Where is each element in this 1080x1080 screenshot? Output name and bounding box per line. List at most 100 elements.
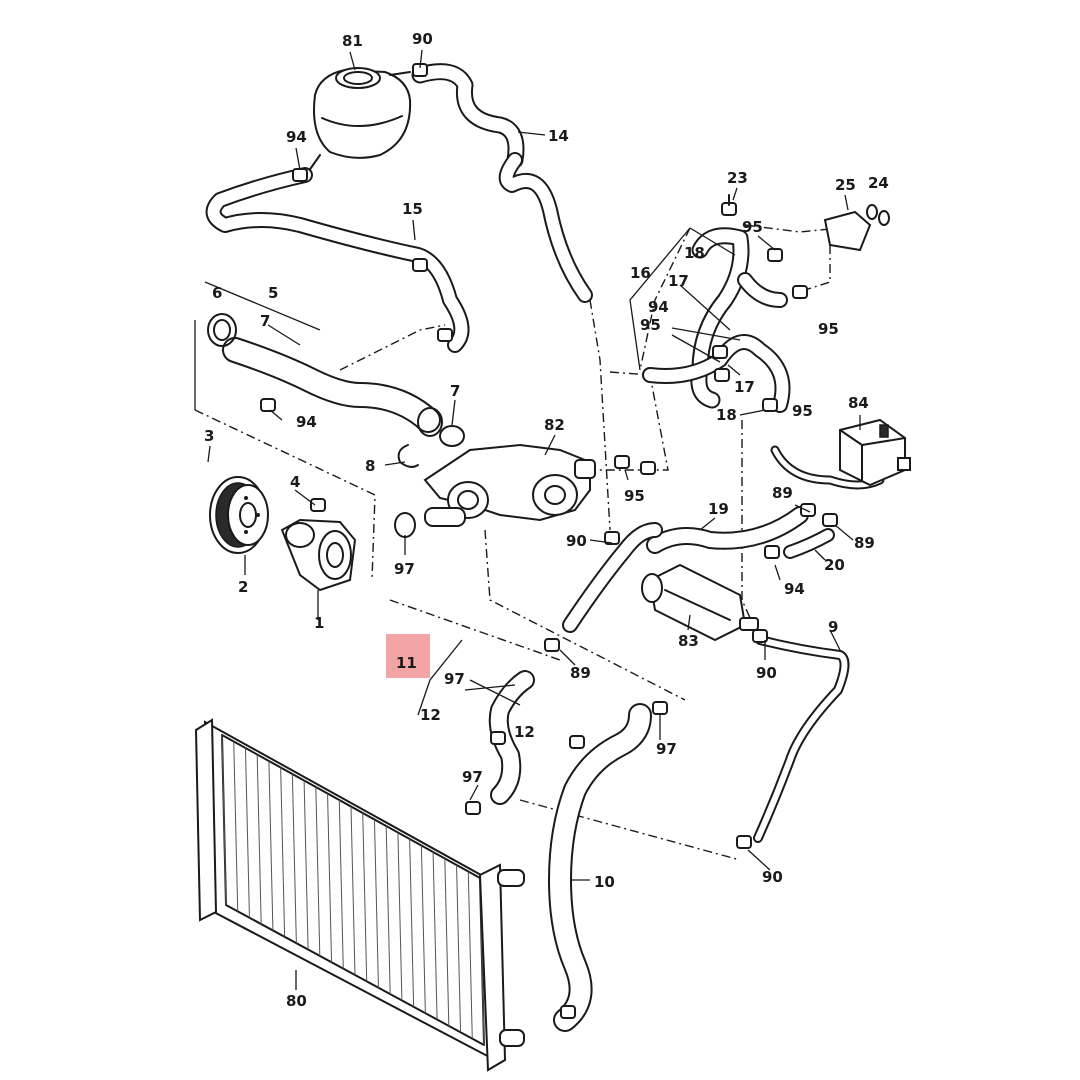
radiator-fin — [432, 851, 438, 1020]
hose-clamp — [465, 801, 481, 815]
label-90: 90 — [762, 868, 783, 886]
radiator-fin — [385, 825, 391, 995]
label-12: 12 — [514, 723, 535, 741]
radiator-fin — [315, 786, 321, 956]
label-11-highlighted: 11 — [396, 654, 417, 672]
hose-clamp — [310, 498, 326, 512]
hose-clamp — [614, 455, 630, 469]
radiator-fin — [280, 767, 286, 937]
hose-clamp — [292, 168, 308, 182]
label-94: 94 — [286, 128, 307, 146]
hose-clamps — [260, 63, 838, 1019]
hose-clamp — [412, 258, 428, 272]
radiator-fin — [256, 754, 262, 925]
label-89: 89 — [772, 484, 793, 502]
label-6: 6 — [212, 284, 222, 302]
hose-clamp — [560, 1005, 576, 1019]
hose-clamp — [822, 513, 838, 527]
hose-clamp — [569, 735, 585, 749]
valve-outlet-hose — [783, 528, 835, 559]
label-12: 12 — [420, 706, 441, 724]
label-89: 89 — [854, 534, 875, 552]
label-10: 10 — [594, 873, 615, 891]
leader-lines — [194, 49, 861, 990]
radiator-fin — [327, 793, 333, 963]
radiator-fin — [350, 806, 356, 976]
label-84: 84 — [848, 394, 869, 412]
label-17: 17 — [668, 272, 689, 290]
coolant-hoses — [205, 63, 885, 1032]
label-18: 18 — [684, 244, 705, 262]
label-3: 3 — [204, 427, 214, 445]
expansion-feed-hose — [205, 167, 470, 353]
top-return-hose — [411, 63, 525, 169]
engine-outlet-hose — [222, 337, 441, 433]
label-90: 90 — [756, 664, 777, 682]
label-95: 95 — [742, 218, 763, 236]
hose-clamp — [736, 835, 752, 849]
radiator-fin — [303, 780, 309, 950]
hose-clamp — [640, 461, 656, 475]
aux-line-9 — [753, 635, 850, 843]
radiator-fin — [420, 845, 426, 1014]
hose-clamp — [767, 248, 783, 262]
label-7: 7 — [260, 312, 270, 330]
label-82: 82 — [544, 416, 565, 434]
label-90: 90 — [566, 532, 587, 550]
label-18: 18 — [716, 406, 737, 424]
label-14: 14 — [548, 127, 569, 145]
label-83: 83 — [678, 632, 699, 650]
label-97: 97 — [462, 768, 483, 786]
hose-clamp — [604, 531, 620, 545]
heater-supply-hose — [646, 506, 809, 554]
radiator — [194, 718, 525, 1072]
label-24: 24 — [868, 174, 889, 192]
label-95: 95 — [624, 487, 645, 505]
label-94: 94 — [784, 580, 805, 598]
label-16: 16 — [630, 264, 651, 282]
label-9: 9 — [828, 618, 838, 636]
hose-clamp — [714, 368, 730, 382]
label-20: 20 — [824, 556, 845, 574]
seal-rings — [207, 313, 465, 538]
hose-clamp — [792, 285, 808, 299]
heater-hose-a — [690, 227, 750, 409]
radiator-fin — [221, 734, 227, 906]
label-80: 80 — [286, 992, 307, 1010]
expansion-tank — [305, 67, 412, 176]
label-94: 94 — [296, 413, 317, 431]
radiator-fin — [409, 838, 415, 1007]
thermostat-housing — [423, 443, 596, 527]
hose-clamp — [437, 328, 453, 342]
radiator-fin — [397, 832, 403, 1001]
label-97: 97 — [656, 740, 677, 758]
hose-clamp — [762, 398, 778, 412]
hose-clamp — [764, 545, 780, 559]
control-valve — [839, 418, 911, 487]
label-5: 5 — [268, 284, 278, 302]
label-8: 8 — [365, 457, 375, 475]
water-pump — [280, 518, 357, 592]
label-1: 1 — [314, 614, 324, 632]
label-95: 95 — [640, 316, 661, 334]
label-2: 2 — [238, 578, 248, 596]
overflow-hose — [498, 152, 593, 303]
hose-clamp — [652, 701, 668, 715]
label-15: 15 — [402, 200, 423, 218]
radiator-fin — [268, 760, 274, 931]
hose-clamp — [544, 638, 560, 652]
label-23: 23 — [727, 169, 748, 187]
hose-clamp — [800, 503, 816, 517]
label-89: 89 — [570, 664, 591, 682]
lower-radiator-hose-10 — [548, 703, 652, 1032]
water-pump-pulley — [209, 476, 269, 554]
label-81: 81 — [342, 32, 363, 50]
radiator-fin — [373, 819, 379, 988]
hose-clamp — [752, 629, 768, 643]
label-25: 25 — [835, 176, 856, 194]
radiator-fin — [362, 812, 368, 982]
callout-labels: 81 90 14 94 15 23 25 24 95 18 16 17 95 9… — [204, 30, 889, 1010]
radiator-fin — [467, 871, 473, 1039]
label-90: 90 — [412, 30, 433, 48]
